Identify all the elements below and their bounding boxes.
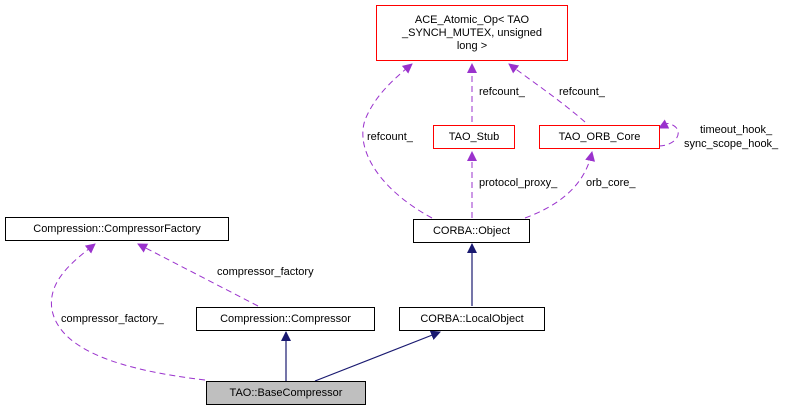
label-protocol-proxy: protocol_proxy_ bbox=[479, 177, 558, 189]
edge-base-to-factory bbox=[50, 243, 206, 381]
label-timeout-hook: timeout_hook_ bbox=[700, 124, 773, 136]
label-stub-refcount: refcount_ bbox=[479, 86, 525, 98]
node-tao-stub[interactable]: TAO_Stub bbox=[433, 125, 515, 149]
node-compressor-factory[interactable]: Compression::CompressorFactory bbox=[5, 217, 229, 241]
node-corba-object[interactable]: CORBA::Object bbox=[413, 219, 530, 243]
label-object-refcount: refcount_ bbox=[367, 131, 413, 143]
label-sync-scope-hook: sync_scope_hook_ bbox=[684, 138, 779, 150]
node-ace-atomic-op[interactable]: ACE_Atomic_Op< TAO _SYNCH_MUTEX, unsigne… bbox=[376, 5, 568, 61]
node-tao-orb-core[interactable]: TAO_ORB_Core bbox=[539, 125, 660, 149]
edge-object-to-ace bbox=[362, 63, 433, 219]
label-orb-core: orb_core_ bbox=[586, 177, 636, 189]
node-corba-localobject[interactable]: CORBA::LocalObject bbox=[399, 307, 545, 331]
edge-compressor-to-factory bbox=[137, 243, 259, 307]
edge-object-to-orbcore bbox=[524, 151, 596, 219]
label-compressor-factory: compressor_factory bbox=[217, 266, 314, 278]
edge-orbcore-self bbox=[658, 119, 679, 147]
edge-base-to-localobject bbox=[314, 330, 441, 382]
node-compression-compressor[interactable]: Compression::Compressor bbox=[196, 307, 375, 331]
label-compressor-factory-member: compressor_factory_ bbox=[61, 313, 164, 325]
edge-orbcore-to-ace bbox=[508, 63, 586, 123]
node-tao-basecompressor[interactable]: TAO::BaseCompressor bbox=[206, 381, 366, 405]
label-orb-refcount: refcount_ bbox=[559, 86, 605, 98]
